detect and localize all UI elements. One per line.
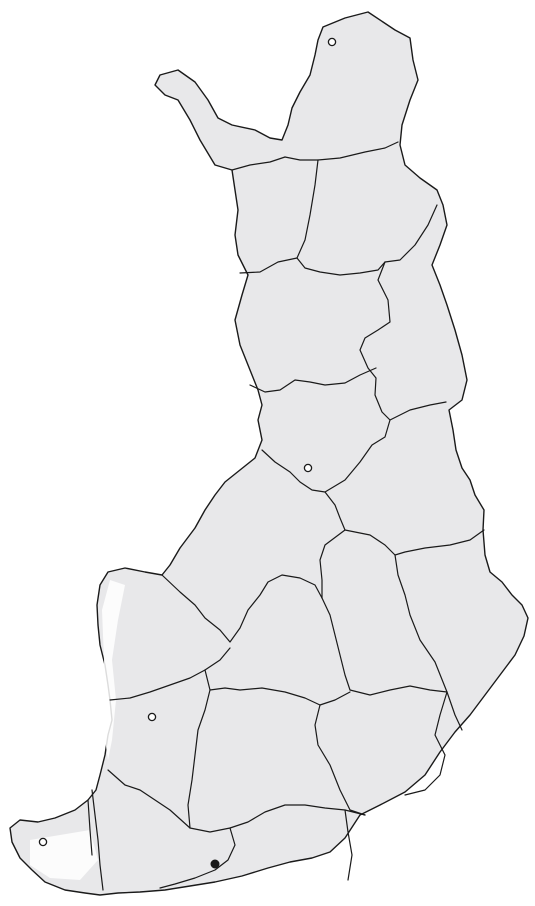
country-outline — [9, 11, 529, 896]
marker-oulu-area-city — [303, 463, 313, 473]
marker-capital-city — [210, 859, 220, 869]
marker-mariehamn-area-city — [38, 837, 48, 847]
marker-northern-city — [327, 37, 337, 47]
marker-vaasa-area-city — [147, 712, 157, 722]
region-borders — [87, 141, 485, 891]
coastal-archipelago-west — [102, 580, 125, 760]
